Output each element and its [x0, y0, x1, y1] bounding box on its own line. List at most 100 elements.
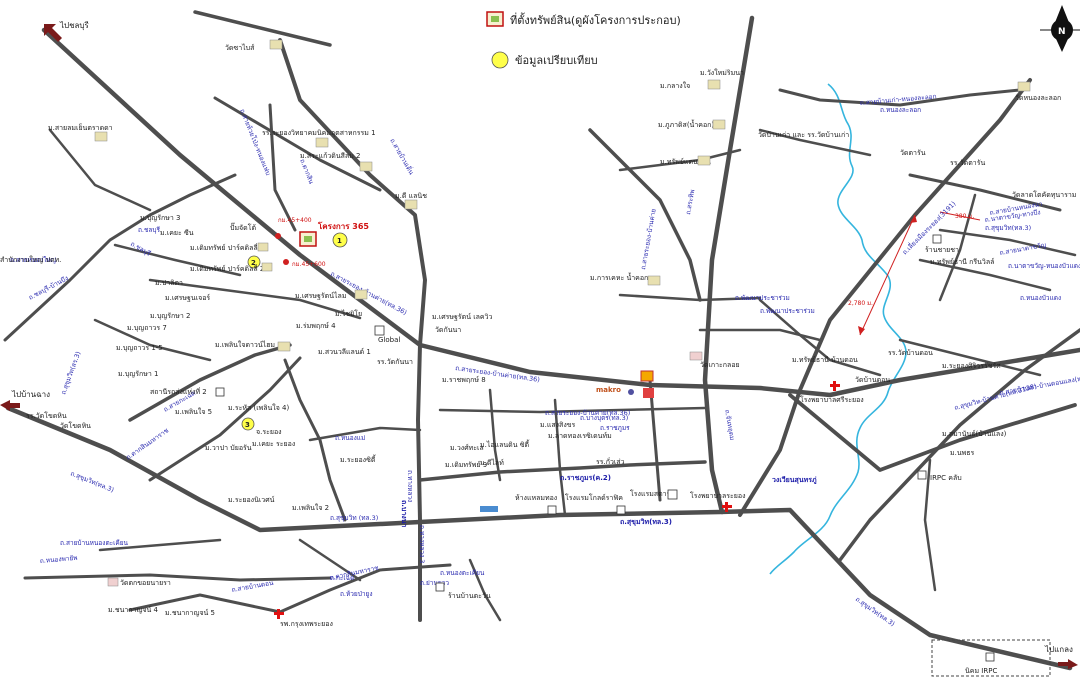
km-marker-bottom: กม.45+600 [292, 261, 326, 268]
place-label: จ.ระยอง [256, 428, 282, 436]
place-label: วัดลาดโตคัดทุนาราม [1012, 190, 1076, 199]
place-label: ม.เพลินใจ 2 [292, 503, 329, 512]
place-label: ม.บุญรักษา 3 [140, 214, 180, 222]
road-label: ถ.หนองตะเคียน [440, 569, 485, 577]
place-label: ม.เศรษฐนเจอร์ [165, 294, 210, 302]
place-label: วัดบ้านดอน [855, 376, 890, 384]
road-bypass [838, 328, 1080, 562]
river [769, 83, 907, 575]
road-west-3 [113, 243, 242, 277]
service-station-icon [628, 389, 634, 395]
place-label: ม.ระยองศิริวรรัชรัศ [942, 362, 1001, 370]
road-label: ถ.กะเฉด [330, 574, 354, 582]
km-marker-top: กม.45+400 [278, 217, 312, 224]
comparable-number-3: 3 [245, 421, 250, 429]
place-label: ม.เดิมทรัพย์ ปาร์คดิลลี่ 2 [190, 264, 264, 273]
place-label: รร.วัดบ้านดอน [888, 349, 933, 357]
road-nw-2 [278, 38, 427, 347]
hospital-icon [830, 381, 840, 391]
comparable-marker-1 [332, 232, 348, 248]
place-label: รพ.กรุงเทพระยอง [280, 620, 333, 628]
road-center-7 [588, 128, 702, 302]
place-label: ม.บุญรักษา 2 [150, 312, 190, 320]
irpc-icon [985, 652, 995, 662]
place-label: ห้างแหลมทอง [515, 494, 557, 502]
place-label: วัดบ้านเก่า และ รร.วัดบ้านเก่า [758, 131, 849, 139]
road-label: ถ.ตากสินมหาราช [125, 426, 171, 462]
place-label: ม.ทรัพย์แดนล้าน [660, 158, 711, 166]
north-arrow-icon: N [1040, 5, 1080, 52]
road-labels: ถ.สุขุมวิท(ทล.3) ถ.สุขุมวิท (ทล.3) ถ.สุข… [10, 92, 1080, 628]
place-label: ม.นพธร [950, 449, 975, 457]
place-label: ม.เคยะ ระยอง [252, 440, 295, 448]
road-highway-36 [41, 27, 1080, 398]
road-sw-5 [468, 558, 502, 622]
place-label: รร.กั่วเส่ว [596, 457, 625, 466]
village-icon [354, 289, 368, 300]
village-icon [1017, 81, 1031, 92]
village-icon [257, 242, 269, 252]
place-label: ม.วงศ์ทะเล [450, 444, 484, 452]
road-label: ถ.ชลบุรี [138, 226, 161, 234]
place-label: ม.แสงสิงขร [540, 421, 576, 429]
place-label: รร.วัดโขดหิน [26, 411, 67, 420]
road-label: ถ.สุขุมวิท (ทล.3) [330, 514, 378, 522]
temple-icon [107, 577, 119, 587]
place-label: IRPC คลับ [930, 474, 962, 482]
place-label: ม.เศรษฐรัตน์ เลควิว [432, 313, 493, 321]
road-label: ถ.หนองบัวแดง [1020, 294, 1061, 302]
place-label: ม.ดีไลท์ [480, 458, 504, 467]
road-west-4 [148, 278, 362, 320]
place-label: ม.ระยองซิตี้ [340, 453, 376, 464]
road-center-9 [758, 298, 882, 377]
place-label: ม.บุญถาวร 1-5 [116, 344, 163, 352]
road-label: ถ.ราชภูมร(ค.2) [560, 474, 611, 483]
comparable-number-1: 1 [337, 237, 342, 245]
road-north-trunk [702, 15, 755, 515]
road-nw-4 [268, 103, 297, 232]
place-label: วัดโขดหิน [60, 421, 91, 430]
road-label: ถ.หนองแม่ [335, 434, 365, 442]
village-icon [277, 341, 291, 352]
road-center-4 [488, 388, 502, 482]
place-label: ม.เคยะ ซีน [160, 229, 194, 237]
road-label: ถ.หนองพายัพ [39, 554, 77, 565]
hotel-icon [667, 489, 678, 500]
direction-label-se: ไปแกลง [1044, 645, 1073, 654]
landmark-icon [643, 388, 654, 398]
place-label: วัดหนองละลอก [1015, 94, 1061, 102]
road-far-east-3 [908, 173, 1062, 212]
place-label: ม.ชนากาญจน์ 5 [165, 609, 215, 617]
road-label: ถ.สายห้วยโป่ง-หนองแฟบ [238, 108, 272, 177]
place-label: วัดซาไบส์ [225, 43, 255, 52]
distance-label-2780: 2,780 ม. [848, 300, 873, 307]
road-center-vertical [416, 343, 422, 622]
place-label: รร.ระยองวิทยาคมนิคมอุตสาหกรรม 1 [262, 129, 376, 137]
road-label: ถ.พัฒนาประชาร่วม [760, 307, 815, 315]
place-label: ม.ปาลิตา [155, 279, 183, 287]
road-label: ถ.สุขุมวิท(ทล.3) [620, 518, 672, 526]
road-label: ถ.ราชภูมร [600, 424, 630, 432]
village-icon [269, 39, 283, 50]
road-label: ถ.ทางหลวง [406, 470, 414, 502]
road-far-east-7 [898, 338, 1042, 377]
direction-arrow-w-icon [0, 400, 20, 411]
road-far-east-2 [758, 128, 872, 157]
gas-station-icon [275, 233, 281, 239]
comparable-markers: 1 2 3 [241, 232, 348, 431]
legend-comparable-icon [491, 51, 509, 69]
arrow-head-2780-bottom [858, 326, 865, 335]
road-sw-2 [128, 563, 452, 614]
place-label: ม.สมานันธ์(บ้านแลง) [942, 430, 1007, 438]
north-label: N [1058, 27, 1066, 37]
place-label: รร.วัดกันนา [377, 358, 413, 366]
place-label: ม.ราชพฤกษ์ 8 [442, 376, 486, 384]
place-label: ร้านชายชา [925, 246, 959, 254]
road-center-3 [438, 406, 707, 414]
shop-icon [435, 582, 445, 592]
place-label: สถานีรถส่งแห่งที่ 2 [150, 387, 207, 396]
village-icon [315, 137, 329, 148]
place-label: ม.เศรษฐรัตน์ไลม [295, 291, 346, 300]
comparable-marker-3 [241, 417, 255, 431]
